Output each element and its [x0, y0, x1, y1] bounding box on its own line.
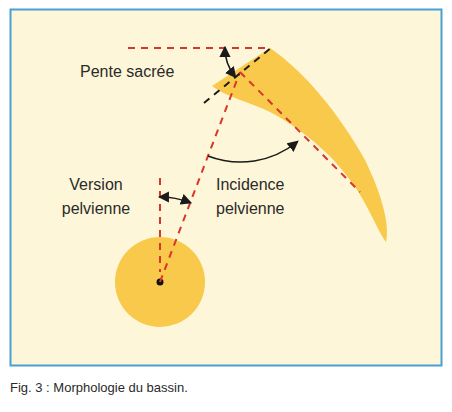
sacral-perpendicular	[240, 72, 360, 192]
sacrum-shape	[212, 48, 387, 242]
pelvic-incidence-arc	[208, 142, 297, 162]
pelvic-tilt-arc	[160, 197, 190, 203]
angle-label: Pente sacrée	[80, 60, 190, 84]
sacral-plate-line	[204, 47, 272, 103]
figure-caption: Fig. 3 : Morphologie du bassin.	[10, 380, 188, 395]
angle-label: Version pelvienne	[60, 173, 132, 221]
angle-label: Incidence pelvienne	[216, 173, 306, 221]
sacral-slope-arc	[225, 48, 235, 77]
frame	[11, 10, 442, 366]
vertical-line	[159, 178, 161, 272]
horizontal-line	[128, 47, 270, 49]
